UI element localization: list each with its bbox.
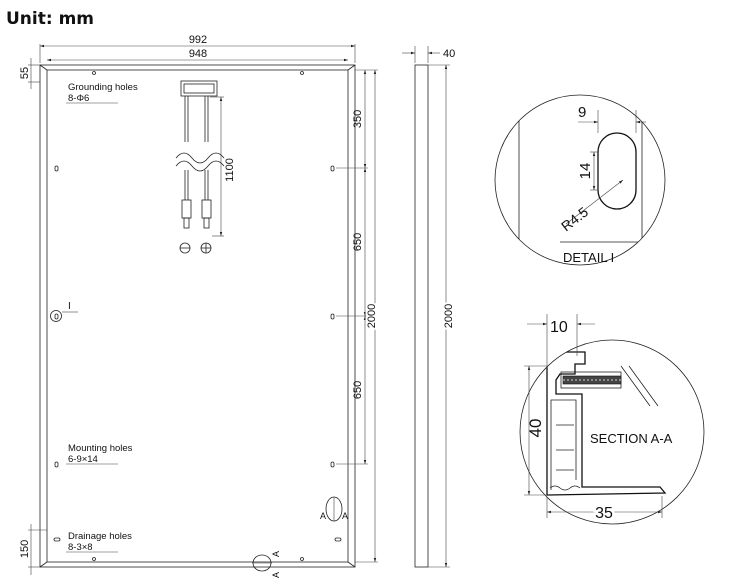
dimension-650-bottom-label: 650 (352, 381, 364, 399)
section-a-a-view: 10 40 35 SECTION A-A (519, 314, 705, 525)
drainage-hole (53, 537, 61, 542)
bottom-offset-label: 150 (19, 540, 31, 558)
mounting-holes-label: Mounting holes (68, 443, 133, 454)
section-marker-right: A (342, 511, 348, 521)
bottom-marker-bottom: A (271, 572, 281, 578)
mounting-hole (330, 461, 335, 468)
mounting-hole (330, 165, 335, 172)
cable-connector (181, 199, 192, 219)
side-height-label: 2000 (443, 304, 455, 328)
detail-i-marker: I (68, 301, 71, 312)
mounting-hole (54, 461, 59, 468)
mounting-hole (330, 313, 335, 320)
mounting-holes-spec: 6-9×14 (68, 454, 98, 465)
width-outer-label: 992 (189, 34, 207, 46)
junction-box (180, 80, 218, 97)
detail-i-view: 9 14 R4.5 DETAIL I (494, 94, 666, 266)
width-inner-label: 948 (189, 48, 207, 60)
section-title: SECTION A-A (590, 431, 673, 446)
detail-length-label: 14 (577, 163, 594, 180)
mounting-hole (54, 165, 59, 172)
detail-title: DETAIL I (563, 250, 614, 265)
mounting-slot (597, 132, 637, 210)
grounding-holes-label: Grounding holes (68, 82, 138, 93)
cable-connector (201, 199, 212, 219)
grounding-hole (92, 557, 96, 561)
drainage-holes-label: Drainage holes (68, 531, 132, 542)
drainage-hole (334, 537, 342, 542)
side-profile (414, 64, 429, 568)
section-top-width-label: 10 (550, 319, 568, 336)
section-bottom-width-label: 35 (595, 505, 613, 522)
front-view: 992 948 55 Grounding holes 8-Φ6 (19, 34, 380, 578)
section-circle (519, 339, 705, 525)
panel-outer-frame (39, 64, 356, 568)
detail-width-label: 9 (578, 104, 586, 121)
cable-length-label: 1100 (224, 158, 236, 182)
side-view: 40 2000 (402, 46, 457, 568)
detail-i-marker-circle (50, 310, 62, 322)
bottom-marker-top: A (271, 551, 281, 557)
height-2000-label: 2000 (366, 304, 378, 328)
top-offset-label: 55 (19, 67, 31, 79)
dimension-350-label: 350 (352, 110, 364, 128)
section-height-label: 40 (526, 419, 545, 438)
detail-circle (494, 94, 666, 266)
cable-break-symbol (175, 152, 225, 164)
section-marker-left: A (320, 511, 326, 521)
grounding-hole (300, 557, 304, 561)
grounding-hole (300, 71, 304, 75)
grounding-hole (92, 71, 96, 75)
grounding-holes-spec: 8-Φ6 (68, 93, 89, 104)
drainage-holes-spec: 8-3×8 (68, 542, 93, 553)
panel-inner-frame (46, 69, 349, 563)
side-thickness-label: 40 (443, 48, 455, 60)
dimension-650-top-label: 650 (352, 233, 364, 251)
drawing-unit-title: Unit: mm (6, 9, 95, 29)
frame-profile (546, 351, 667, 496)
